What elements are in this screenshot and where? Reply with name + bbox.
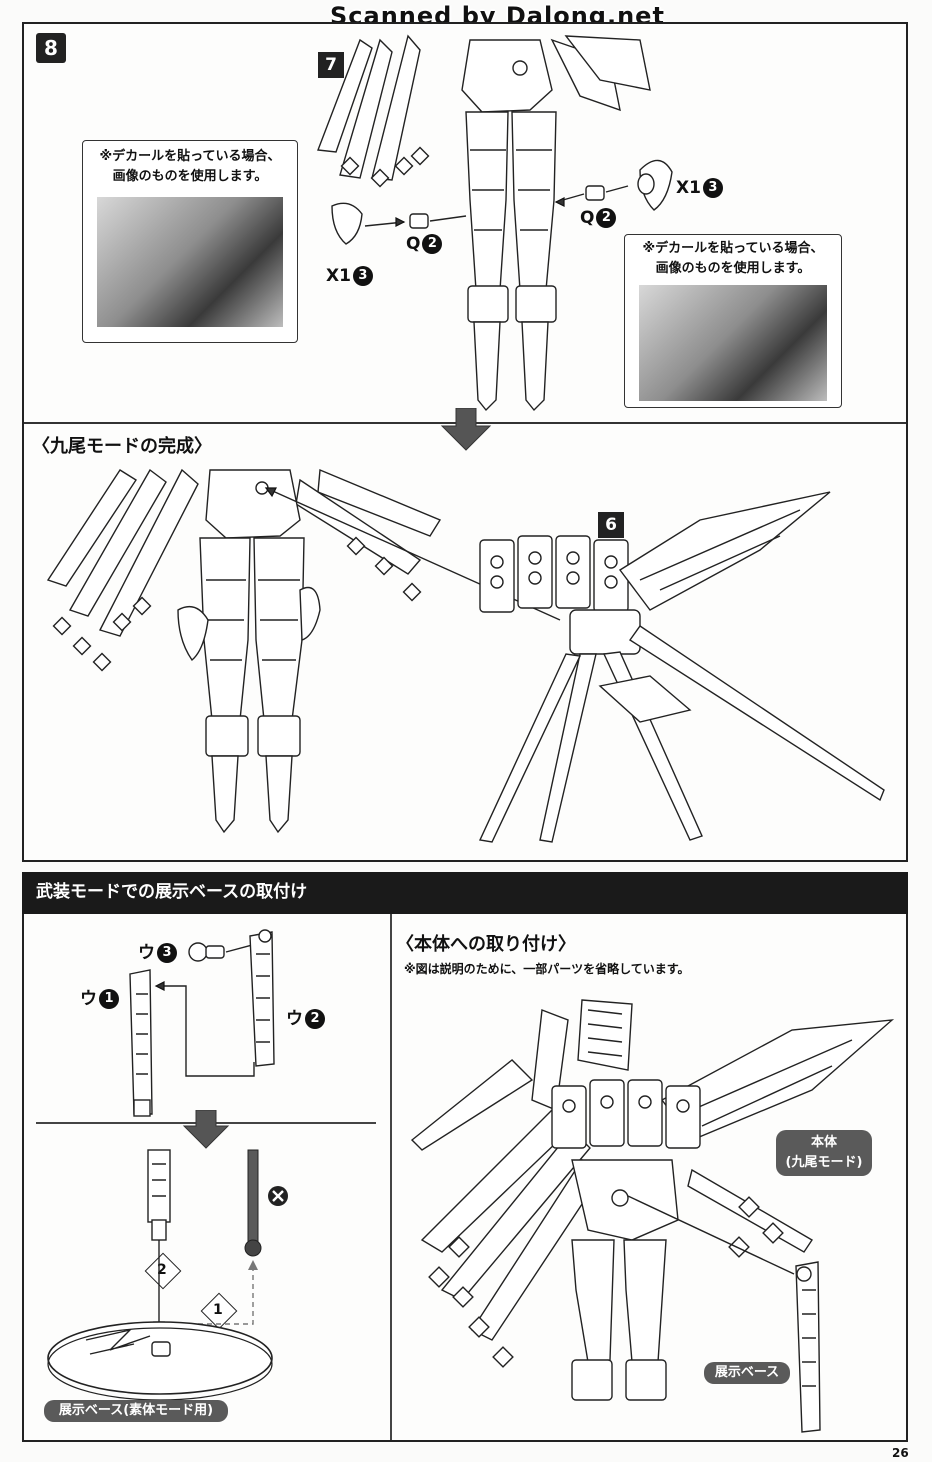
stand-label: 展示ベース [704,1362,790,1384]
body-label-line2: (九尾モード) [785,1155,863,1170]
step-8-illustration [317,34,673,412]
base-section-header: 武装モードでの展示ベースの取付け [22,872,908,914]
base-assembly-illustration [47,1149,288,1401]
step-number-badge: 8 [36,33,66,63]
decal-note-left-line1: ※デカールを貼っている場合、 [99,149,281,164]
base-parts-illustration [129,929,275,1117]
step-2-label: 2 [157,1262,167,1278]
page-number: 26 [892,1446,909,1460]
attach-title: 〈本体への取り付け〉 [396,934,576,955]
decal-photo-left [97,197,283,327]
display-base-label: 展示ベース(素体モード用) [44,1400,228,1422]
decal-note-right: ※デカールを貼っている場合、 画像のものを使用します。 [624,234,842,408]
down-arrow-icon [440,408,492,451]
decal-note-right-line2: 画像のものを使用します。 [655,261,811,276]
body-label-line1: 本体 [810,1135,837,1150]
step-1-label: 1 [213,1302,223,1318]
decal-note-left: ※デカールを貼っている場合、 画像のものを使用します。 [82,140,298,343]
reference-step-badge: 7 [318,52,344,78]
reference-step-badge-6: 6 [598,512,624,538]
decal-note-left-line2: 画像のものを使用します。 [112,169,268,184]
down-arrow-icon-2 [182,1110,230,1149]
vertical-divider [390,914,392,1440]
attach-illustration [410,999,895,1433]
decal-note-right-line1: ※デカールを貼っている場合、 [642,241,824,256]
decal-photo-right [639,285,827,401]
completion-title: 〈九尾モードの完成〉 [32,436,212,457]
completion-illustration [46,468,885,843]
attach-note: ※図は説明のために、一部パーツを省略しています。 [404,962,690,976]
body-label: 本体 (九尾モード) [776,1130,872,1176]
